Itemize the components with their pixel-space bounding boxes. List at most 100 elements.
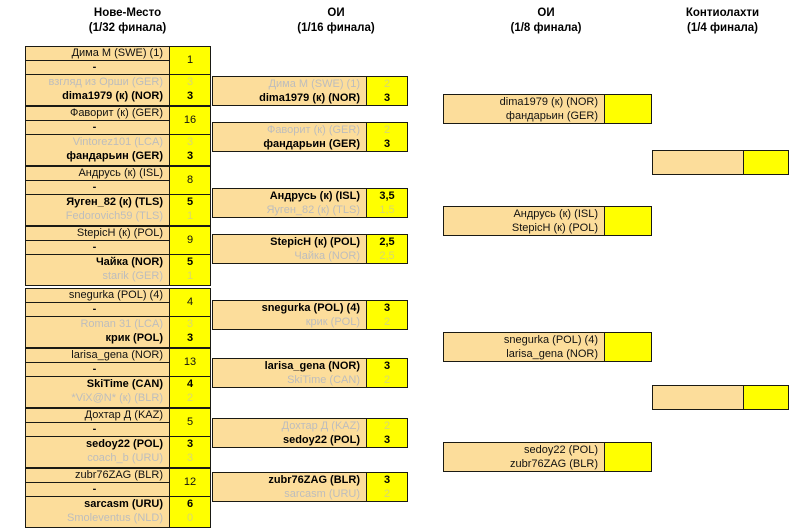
player-name: StepicH (к) (POL) (270, 235, 360, 248)
match-r2-6-scores: 3 2 (366, 359, 407, 387)
match-r4-2[interactable] (652, 385, 789, 410)
player-name: sarcasm (URU) (84, 497, 163, 510)
player-name: zubr76ZAG (BLR) (509, 457, 598, 470)
match-r2-1-names: Дима М (SWE) (1) dima1979 (к) (NOR) (213, 77, 366, 105)
match-r2-4-names: StepicH (к) (POL) Чайка (NOR) (213, 235, 366, 263)
player-name: StepicH (к) (POL) (511, 221, 598, 234)
player-name: sedoy22 (POL) (85, 437, 163, 450)
match-r1-2-names: Фаворит (к) (GER) - Vintorez101 (LCA) фа… (26, 107, 169, 165)
match-r2-5-names: snegurka (POL) (4) крик (POL) (213, 301, 366, 329)
player-name (653, 151, 743, 162)
player-name: Андрусь (к) (ISL) (513, 207, 598, 220)
match-r2-5[interactable]: snegurka (POL) (4) крик (POL) 3 2 (212, 300, 408, 330)
match-r1-4-scores: 9 5 1 (169, 227, 210, 285)
player-score: 3 (383, 301, 391, 314)
match-r2-7[interactable]: Дохтар Д (KAZ) sedoy22 (POL) 2 3 (212, 418, 408, 448)
player-name: StepicH (к) (POL) (26, 227, 169, 241)
player-score: 3 (186, 317, 194, 330)
player-score: 2 (383, 419, 391, 432)
player-name: SkiTime (CAN) (287, 373, 360, 386)
player-name: крик (POL) (305, 315, 360, 328)
player-score: 5 (186, 255, 194, 268)
player-score (605, 95, 651, 109)
match-r3-2[interactable]: Андрусь (к) (ISL) StepicH (к) (POL) (443, 206, 652, 236)
player-name: zubr76ZAG (BLR) (26, 469, 169, 483)
player-name: larisa_gena (NOR) (506, 347, 598, 360)
player-name: - (26, 121, 169, 135)
match-r2-1[interactable]: Дима М (SWE) (1) dima1979 (к) (NOR) 2 3 (212, 76, 408, 106)
player-name: dima1979 (к) (NOR) (499, 95, 598, 108)
player-score: 4 (186, 377, 194, 390)
match-r2-2[interactable]: Фаворит (к) (GER) фандарьин (GER) 2 3 (212, 122, 408, 152)
player-score: 3 (186, 135, 194, 148)
match-r3-4-scores (604, 443, 651, 471)
match-r3-4-names: sedoy22 (POL) zubr76ZAG (BLR) (444, 443, 604, 471)
match-r3-2-names: Андрусь (к) (ISL) StepicH (к) (POL) (444, 207, 604, 235)
player-score: 3 (186, 150, 194, 162)
player-name: dima1979 (к) (NOR) (62, 90, 163, 102)
player-score (605, 333, 651, 347)
player-score (744, 162, 788, 173)
match-r3-3[interactable]: snegurka (POL) (4) larisa_gena (NOR) (443, 332, 652, 362)
player-score: 3 (383, 473, 391, 486)
match-r1-4-names: StepicH (к) (POL) - Чайка (NOR) starik (… (26, 227, 169, 285)
player-score: 1 (186, 210, 194, 222)
match-r4-1[interactable] (652, 150, 789, 175)
player-score (744, 386, 788, 397)
player-name: - (26, 483, 169, 497)
player-score: 16 (170, 107, 210, 135)
player-score: 3,5 (379, 189, 395, 202)
player-score: 8 (170, 167, 210, 195)
player-name: Fedorovich59 (TLS) (65, 210, 163, 222)
player-score: 2 (186, 392, 194, 404)
player-score (605, 207, 651, 221)
match-r2-8[interactable]: zubr76ZAG (BLR) sarcasm (URU) 3 2 (212, 472, 408, 502)
match-r2-3-names: Андрусь (к) (ISL) Яуген_82 (к) (TLS) (213, 189, 366, 217)
player-name: Дима М (SWE) (1) (268, 77, 360, 90)
match-r1-4[interactable]: StepicH (к) (POL) - Чайка (NOR) starik (… (25, 226, 211, 286)
player-score: 2 (383, 315, 391, 328)
player-name: Чайка (NOR) (95, 255, 163, 268)
match-r1-1-scores: 1 3 3 (169, 47, 210, 105)
player-name: Яуген_82 (к) (TLS) (266, 203, 360, 216)
player-score: 2,5 (379, 235, 395, 248)
player-name: SkiTime (CAN) (86, 377, 163, 390)
match-r1-7[interactable]: Дохтар Д (KAZ) - sedoy22 (POL) coach_b (… (25, 408, 211, 468)
match-r1-5-names: snegurka (POL) (4) - Roman 31 (LCA) крик… (26, 289, 169, 347)
match-r3-1-scores (604, 95, 651, 123)
match-r1-5[interactable]: snegurka (POL) (4) - Roman 31 (LCA) крик… (25, 288, 211, 348)
player-name: zubr76ZAG (BLR) (268, 473, 360, 486)
match-r2-7-scores: 2 3 (366, 419, 407, 447)
header-round-2: ОИ (1/16 финала) (228, 6, 444, 36)
player-name: фандарьин (GER) (505, 109, 598, 122)
player-name: Smoleventus (NLD) (67, 512, 163, 524)
match-r2-4[interactable]: StepicH (к) (POL) Чайка (NOR) 2,5 2,5 (212, 234, 408, 264)
match-r2-3[interactable]: Андрусь (к) (ISL) Яуген_82 (к) (TLS) 3,5… (212, 188, 408, 218)
match-r1-8-scores: 12 6 0 (169, 469, 210, 527)
player-score: 3 (186, 437, 194, 450)
match-r3-4[interactable]: sedoy22 (POL) zubr76ZAG (BLR) (443, 442, 652, 472)
player-name: - (26, 423, 169, 437)
player-score: 1 (186, 270, 194, 282)
player-score: 3 (186, 452, 194, 464)
match-r1-3-scores: 8 5 1 (169, 167, 210, 225)
player-score: 3 (186, 75, 194, 88)
match-r1-5-scores: 4 3 3 (169, 289, 210, 347)
player-name: larisa_gena (NOR) (264, 359, 360, 372)
player-score: 1 (170, 47, 210, 75)
match-r1-2[interactable]: Фаворит (к) (GER) - Vintorez101 (LCA) фа… (25, 106, 211, 166)
player-name (653, 397, 743, 408)
player-score: 2,5 (379, 249, 395, 262)
match-r3-1[interactable]: dima1979 (к) (NOR) фандарьин (GER) (443, 94, 652, 124)
match-r4-2-names (653, 386, 743, 409)
player-score: 9 (170, 227, 210, 255)
player-name: Чайка (NOR) (294, 249, 360, 262)
match-r2-6[interactable]: larisa_gena (NOR) SkiTime (CAN) 3 2 (212, 358, 408, 388)
match-r1-8[interactable]: zubr76ZAG (BLR) - sarcasm (URU) Smoleven… (25, 468, 211, 528)
match-r4-1-names (653, 151, 743, 174)
match-r1-3[interactable]: Андрусь (к) (ISL) - Яуген_82 (к) (TLS) F… (25, 166, 211, 226)
header-round-1-round: (1/32 финала) (88, 22, 167, 34)
player-name: sedoy22 (POL) (524, 443, 598, 456)
match-r1-6[interactable]: larisa_gena (NOR) - SkiTime (CAN) *ViX@N… (25, 348, 211, 408)
match-r1-1[interactable]: Дима М (SWE) (1) - взгляд из Орши (GER) … (25, 46, 211, 106)
